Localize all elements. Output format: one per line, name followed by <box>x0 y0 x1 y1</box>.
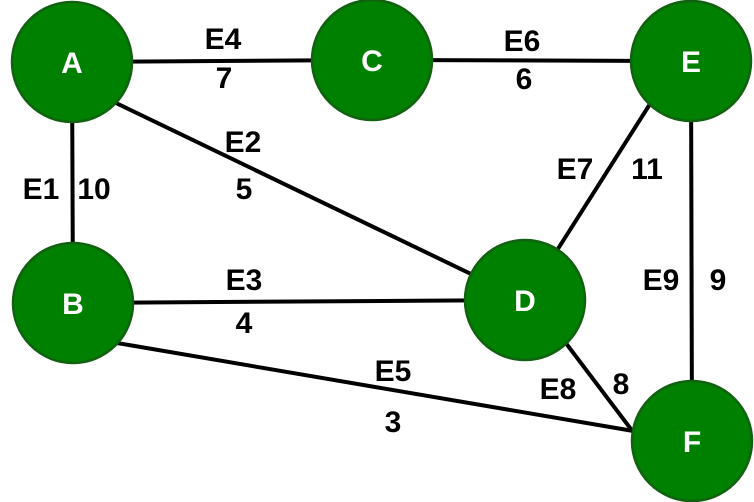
node-a: A <box>10 0 134 124</box>
node-a-circle <box>10 0 134 124</box>
edge-e9-name: E9 <box>643 264 680 297</box>
edge-e4-name: E4 <box>205 23 242 56</box>
node-f-circle <box>630 379 754 502</box>
edge-e7-name: E7 <box>557 153 594 186</box>
nodes: A B C D E F <box>10 0 754 502</box>
node-d: D <box>463 238 587 362</box>
edge-e3-name: E3 <box>226 264 263 297</box>
node-f-label: F <box>683 426 701 459</box>
node-c: C <box>310 0 434 122</box>
edge-e3-b-d <box>72 298 526 305</box>
edge-e9-weight: 9 <box>710 264 727 297</box>
node-e: E <box>629 0 753 123</box>
edge-e5-name: E5 <box>375 355 412 388</box>
edge-labels: E1 10 E2 5 E3 4 E4 7 E5 3 E6 6 E7 11 E8 … <box>23 23 727 439</box>
edge-e8-weight: 8 <box>613 368 630 401</box>
edge-e6-name: E6 <box>504 25 541 58</box>
edge-e8-name: E8 <box>540 373 577 406</box>
edge-e5-weight: 3 <box>385 406 402 439</box>
node-b-label: B <box>62 288 84 321</box>
edge-e1-name: E1 <box>23 173 60 206</box>
edge-e7-weight: 11 <box>631 153 663 186</box>
node-e-circle <box>629 0 753 123</box>
edge-e4-weight: 7 <box>216 62 233 95</box>
node-c-circle <box>310 0 434 122</box>
edge-e2-weight: 5 <box>236 173 253 206</box>
node-d-label: D <box>514 285 536 318</box>
node-b-circle <box>11 241 135 365</box>
edge-e3-weight: 4 <box>236 307 253 340</box>
edge-e6-weight: 6 <box>516 63 533 96</box>
node-f: F <box>630 379 754 502</box>
edge-e2-name: E2 <box>225 126 262 159</box>
node-c-label: C <box>361 45 383 78</box>
node-b: B <box>11 241 135 365</box>
edge-e2-a-d <box>115 101 526 302</box>
edge-e9-e-f <box>689 60 694 442</box>
node-d-circle <box>463 238 587 362</box>
node-a-label: A <box>61 47 83 80</box>
node-e-label: E <box>681 46 701 79</box>
edge-e5-b-f <box>116 341 693 443</box>
edge-e1-weight: 10 <box>77 173 110 206</box>
